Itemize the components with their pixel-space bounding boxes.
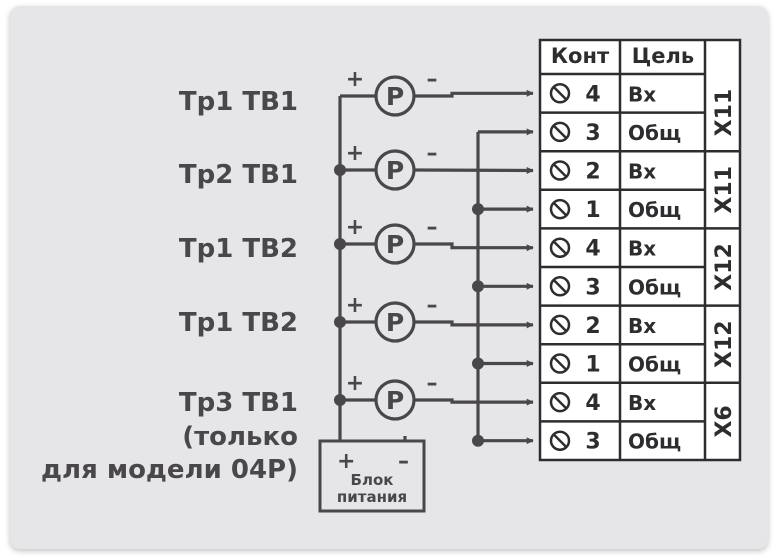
circuit-label: Вх	[628, 82, 656, 106]
power-supply-label: Блок	[351, 471, 394, 489]
power-plus-sign: +	[337, 449, 355, 474]
circuit-label: Вх	[628, 391, 656, 415]
minus-sign: –	[427, 293, 438, 318]
screw-terminal-icon	[549, 314, 571, 336]
header-contact: Конт	[551, 44, 610, 68]
contact-number: 1	[585, 198, 600, 223]
plus-sign: +	[346, 67, 364, 92]
minus-sign: –	[427, 67, 438, 92]
circuit-label: Общ	[628, 430, 681, 454]
source-note: для модели 04Р)	[41, 455, 298, 485]
source-note: (только	[182, 422, 298, 452]
screw-terminal-icon	[549, 391, 571, 413]
circuit-label: Общ	[628, 353, 681, 377]
power-supply-block: + – Блок питания	[318, 439, 426, 513]
junction-dot	[334, 316, 346, 328]
screw-terminal-icon	[549, 353, 571, 374]
screw-terminal-icon	[549, 83, 571, 104]
contact-number: 2	[585, 160, 600, 185]
source-label: Тр1 ТВ2	[179, 308, 298, 338]
circuit-label: Вх	[628, 160, 656, 184]
pressure-sensor-icon: P	[374, 301, 416, 343]
contact-number: 4	[585, 391, 600, 416]
signal-wire	[414, 320, 534, 329]
minus-sign: –	[427, 215, 438, 240]
plus-sign: +	[346, 141, 364, 166]
contact-number: 2	[585, 314, 600, 339]
power-minus-sign: –	[398, 449, 409, 474]
junction-dot	[334, 238, 346, 250]
source-label: Тр1 ТВ1	[179, 87, 298, 117]
sensor-symbol: P	[386, 82, 404, 111]
wiring: P+–P+–P+–P+–P+–	[334, 67, 534, 447]
screw-terminal-icon	[549, 198, 571, 220]
sensor-symbol: P	[386, 308, 404, 337]
contact-number: 3	[585, 121, 600, 146]
pressure-sensor-icon: P	[374, 379, 416, 421]
signal-wire	[414, 398, 534, 406]
plus-sign: +	[346, 293, 364, 318]
circuit-label: Вх	[628, 237, 656, 261]
signal-wire	[413, 166, 534, 174]
circuit-label: Общ	[628, 121, 681, 145]
screw-terminal-icon	[549, 430, 571, 451]
screw-terminal-icon	[549, 276, 571, 297]
connector-label: X6	[712, 405, 737, 437]
circuit-label: Общ	[628, 275, 681, 299]
sensor-symbol: P	[386, 230, 404, 259]
signal-wire	[414, 242, 534, 252]
source-label: Тр2 ТВ1	[179, 160, 298, 190]
screw-terminal-icon	[549, 160, 571, 181]
pressure-sensor-icon: P	[374, 149, 416, 191]
screw-terminal-icon	[549, 121, 571, 143]
sensor-symbol: P	[386, 156, 404, 185]
connector-label: X11	[712, 89, 737, 137]
plus-sign: +	[346, 215, 364, 240]
plus-sign: +	[346, 371, 364, 396]
screw-terminal-icon	[549, 237, 571, 258]
sensor-symbol: P	[386, 386, 404, 415]
minus-sign: –	[427, 371, 438, 396]
minus-sign: –	[427, 141, 438, 166]
connector-label: X12	[712, 243, 737, 291]
signal-wire	[414, 89, 534, 98]
contact-number: 4	[585, 237, 600, 262]
source-label: Тр3 ТВ1	[179, 388, 298, 418]
pressure-sensor-icon: P	[374, 223, 416, 265]
circuit-label: Вх	[628, 314, 656, 338]
contact-number: 3	[585, 430, 600, 455]
header-circuit: Цель	[632, 44, 694, 68]
connector-label: X12	[712, 320, 737, 368]
connector-label: X11	[712, 166, 737, 214]
power-supply-label: питания	[337, 488, 407, 506]
contact-number: 4	[585, 82, 600, 107]
contact-number: 3	[585, 275, 600, 300]
source-label: Тр1 ТВ2	[179, 234, 298, 264]
junction-dot	[334, 164, 346, 176]
contact-number: 1	[585, 353, 600, 378]
junction-dot	[334, 394, 346, 406]
circuit-label: Общ	[628, 198, 681, 222]
pressure-sensor-icon: P	[374, 75, 416, 117]
